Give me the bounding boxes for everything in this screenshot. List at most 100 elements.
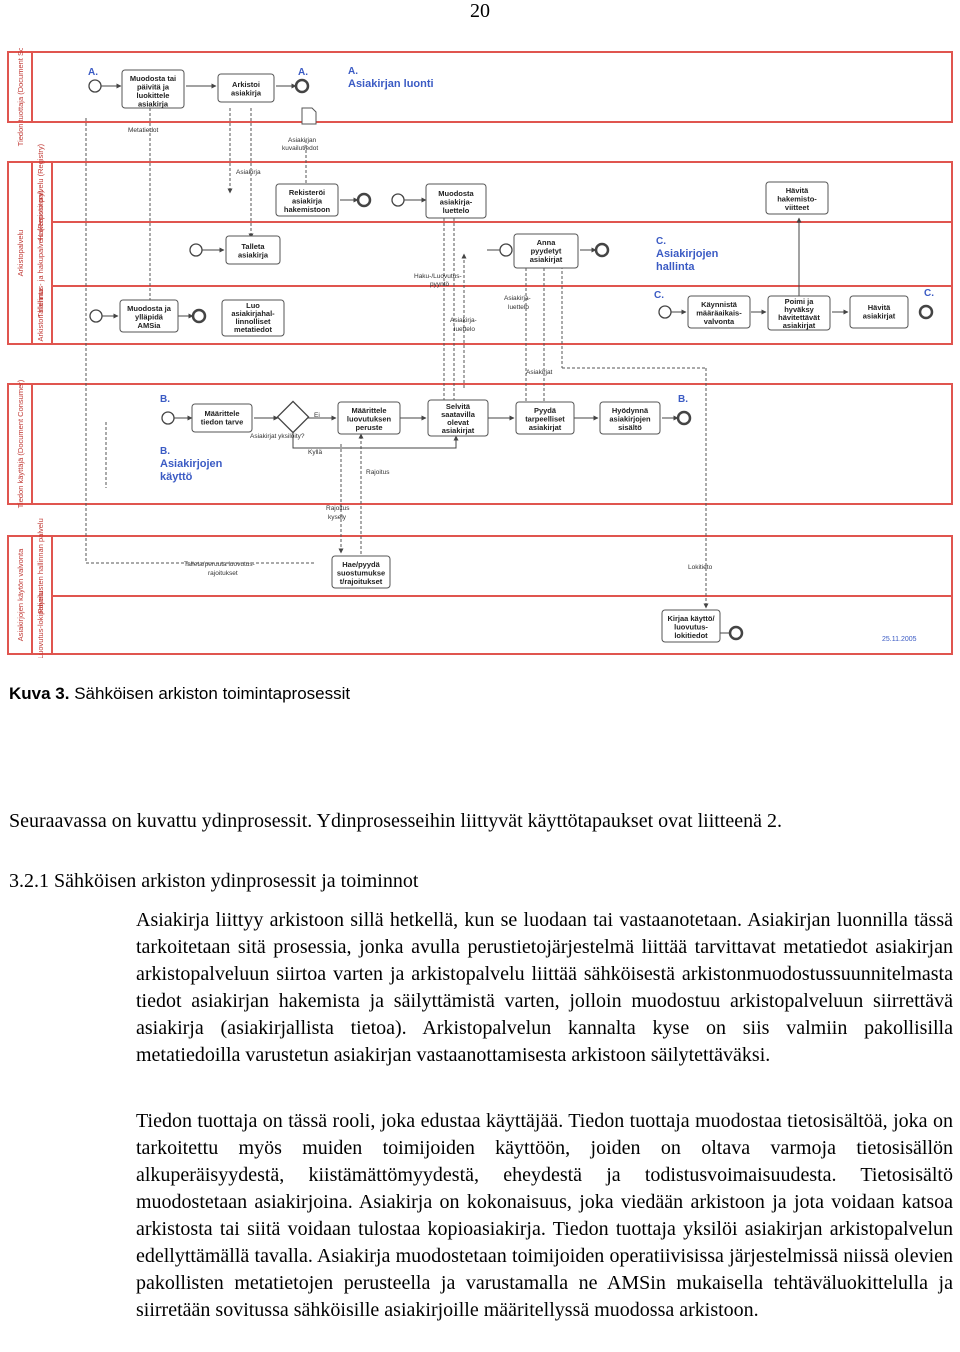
caption-label: Kuva 3. xyxy=(9,684,70,703)
task-boxes xyxy=(119,69,909,643)
lane-label-archive: Arkistopalvelu xyxy=(16,230,25,277)
end-event xyxy=(676,410,692,426)
sequence-flows xyxy=(101,83,849,634)
flow-label-list-b: Asiakirja- xyxy=(504,295,531,302)
pool-document-source xyxy=(7,51,953,123)
task-create-line: Muodosta tai xyxy=(130,74,176,83)
pool-document-consumer xyxy=(7,383,953,505)
section-a-title: Asiakirjan luonti xyxy=(348,78,434,90)
figure-caption: Kuva 3. Sähköisen arkiston toimintaprose… xyxy=(9,682,350,706)
flow-label-documents: Asiakirjat xyxy=(526,369,553,376)
task-store-line: Talleta xyxy=(241,242,265,251)
end-event xyxy=(356,192,372,208)
svg-text:pyyntö: pyyntö xyxy=(430,281,450,288)
section-a-number: A. xyxy=(348,66,358,77)
end-event xyxy=(191,308,207,324)
pool-frames xyxy=(7,51,953,655)
flow-label-no: Ei xyxy=(314,412,320,419)
task-define-line: Määrittele xyxy=(204,409,239,418)
flow-label-restriction-query: Rajoitus xyxy=(326,505,350,512)
task-list-line: Muodosta xyxy=(438,189,474,198)
section-heading: 3.2.1 Sähköisen arkiston ydinprosessit j… xyxy=(9,870,419,892)
diagram-date: 25.11.2005 xyxy=(882,636,917,643)
task-give-line: Anna xyxy=(537,238,557,247)
start-event xyxy=(89,309,103,323)
end-event xyxy=(594,242,610,258)
message-flows xyxy=(85,108,709,609)
flow-label-logdata: Lokitieto xyxy=(688,564,713,571)
lane-label-management: Arkiston hallinta xyxy=(36,288,45,342)
marker-c: C. xyxy=(924,288,934,299)
gateway-question: Asiakirjat yksilöity? xyxy=(250,433,305,440)
paragraph-1: Asiakirja liittyy arkistoon sillä hetkel… xyxy=(136,909,953,1066)
lane-label-consumer: Tiedon käyttäjä (Document Consumer) xyxy=(16,379,25,508)
marker-b: B. xyxy=(678,394,688,405)
document-icon xyxy=(301,107,317,125)
flow-label-search: Haku-/Luovutus- xyxy=(414,273,462,280)
flow-label-list: Asiakirja- xyxy=(450,317,477,324)
section-b-number: B. xyxy=(160,446,170,457)
task-create-meta-line: Luo xyxy=(246,301,260,310)
lane-label-release-registry: Rajoitusten hallinnan palvelu xyxy=(36,518,45,613)
section-c-number: C. xyxy=(656,236,666,247)
start-event xyxy=(88,79,102,93)
svg-text:Kirjaa käyttö/luovutus-lokitie: Kirjaa käyttö/luovutus-lokitiedot xyxy=(667,614,715,640)
lane-label-registry: Hakemisto-palvelu (Registry) xyxy=(36,143,45,240)
end-event xyxy=(918,304,934,320)
start-event xyxy=(658,305,672,319)
task-select-line: Selvitä xyxy=(446,402,471,411)
start-event xyxy=(189,243,203,257)
task-destroy-line: Hävitä xyxy=(868,303,891,312)
page-number: 20 xyxy=(470,0,490,22)
lane-label-source: Tiedon tuottaja (Document Source) xyxy=(16,48,25,146)
task-use-line: Hyödynnä xyxy=(612,406,649,415)
section-b-title: Asiakirjojen xyxy=(160,458,223,470)
task-register-line: Rekisteröi xyxy=(289,188,325,197)
start-event xyxy=(161,411,175,425)
marker-c: C. xyxy=(654,290,664,301)
marker-a: A. xyxy=(298,67,308,78)
task-request-line: Pyydä xyxy=(534,406,557,415)
process-diagram: Tiedon tuottaja (Document Source) Arkist… xyxy=(7,48,953,658)
svg-text:kysely: kysely xyxy=(328,514,347,521)
start-event xyxy=(391,193,405,207)
task-start-period-line: Käynnistä xyxy=(701,300,738,309)
flow-label-description: Asiakirjan xyxy=(288,137,317,144)
end-event xyxy=(728,625,744,641)
flow-label-restriction: Rajoitus xyxy=(366,469,390,476)
task-pick-line: Poimi ja xyxy=(785,297,815,306)
svg-text:kuvailutiedot: kuvailutiedot xyxy=(282,145,318,152)
task-maintain-line: Muodosta ja xyxy=(127,304,172,313)
lane-label-control: Asiakirjojen käytön valvonta xyxy=(16,548,25,641)
marker-a: A. xyxy=(88,67,98,78)
task-archive-line: Arkistoi xyxy=(232,80,260,89)
task-log-line: Kirjaa käyttö/ xyxy=(667,614,715,623)
task-fetch-line: Hae/pyydä xyxy=(342,560,380,569)
svg-text:rajoitukset: rajoitukset xyxy=(208,570,238,577)
flow-label-yes: Kyllä xyxy=(308,449,322,456)
section-b-title-2: käyttö xyxy=(160,471,193,483)
marker-b: B. xyxy=(160,394,170,405)
end-event xyxy=(294,78,310,94)
events xyxy=(88,78,934,641)
task-define-rel-line: Määrittele xyxy=(351,406,386,415)
section-c-title: Asiakirjojen xyxy=(656,248,719,260)
svg-text:luettelo: luettelo xyxy=(454,326,475,333)
